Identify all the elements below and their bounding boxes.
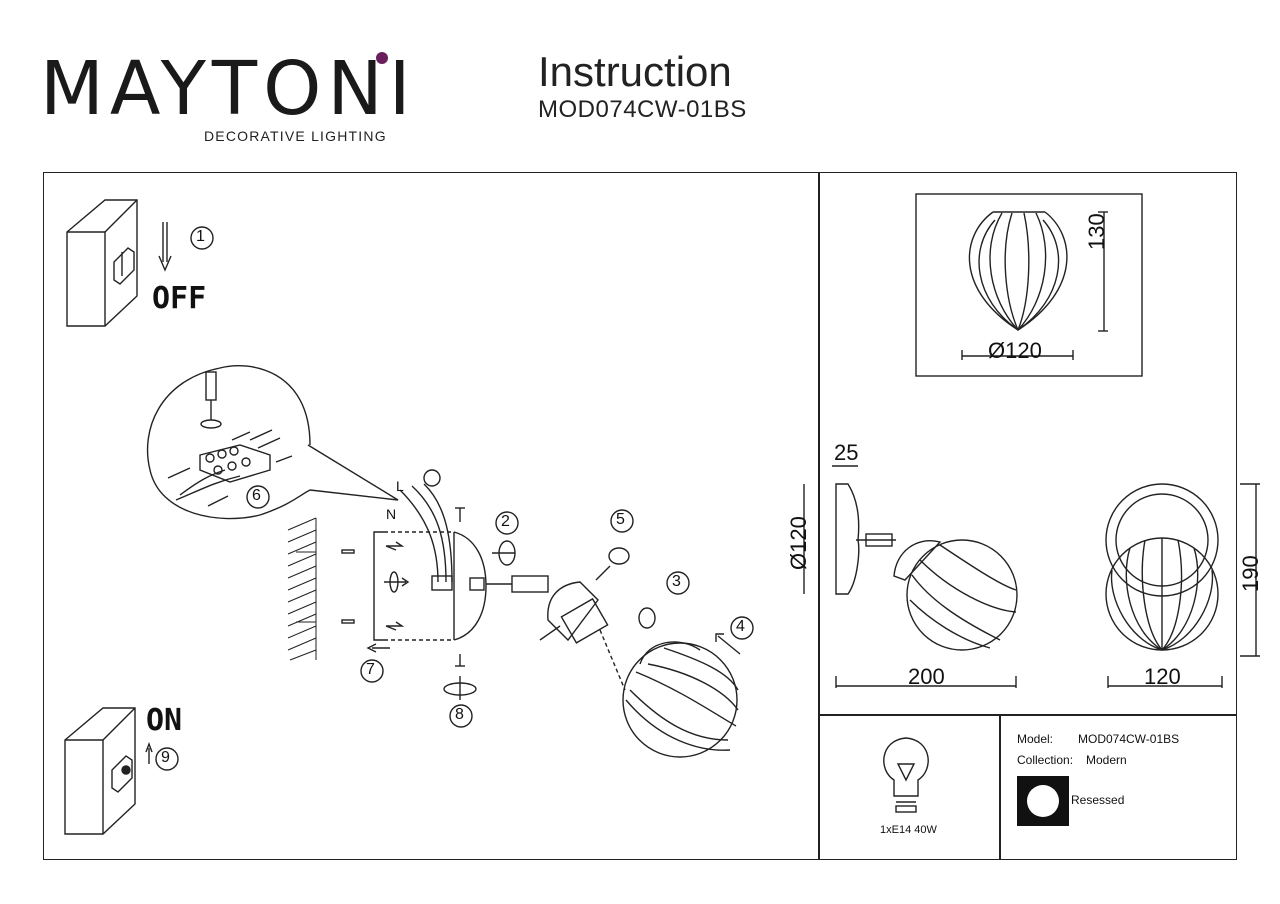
- mounting-bracket: [341, 531, 405, 641]
- model-label: Model:: [1017, 732, 1054, 746]
- rotate-icon-3: [638, 607, 656, 629]
- step-9: 9: [161, 749, 170, 766]
- step-7-circle: [360, 659, 384, 683]
- wire-n-label: N: [386, 506, 397, 522]
- step-3: 3: [672, 573, 681, 590]
- arm-icon: [486, 575, 549, 593]
- rotate-icon-2: [492, 540, 516, 566]
- wire-l-label: L: [396, 478, 404, 494]
- step-4-circle: [730, 616, 754, 640]
- base-depth-label: 25: [834, 440, 859, 465]
- screw-top-icon: [455, 507, 465, 522]
- step-5: 5: [616, 511, 625, 528]
- step-2-circle: [495, 511, 519, 535]
- wall-hatch: [287, 517, 317, 661]
- shade-diagram: [968, 211, 1068, 331]
- rotate-icon: [384, 571, 410, 593]
- rotate-icon-5: [608, 547, 630, 565]
- lamp-holder: [539, 565, 611, 644]
- logo-accent-dot: [376, 52, 388, 64]
- step-2: 2: [501, 513, 510, 530]
- wires: [399, 483, 453, 583]
- model-code: MOD074CW-01BS: [538, 96, 747, 123]
- terminal-detail-icon: [146, 365, 399, 520]
- brand-logo: MAYTONI: [40, 52, 417, 126]
- step-6: 6: [252, 487, 261, 504]
- model-value: MOD074CW-01BS: [1078, 732, 1180, 746]
- step-1-circle: [190, 226, 214, 250]
- step-6-circle: [246, 485, 270, 509]
- base-diameter-label: Ø120: [786, 516, 811, 570]
- step-4: 4: [736, 618, 745, 635]
- base-plate: [384, 531, 487, 641]
- step-9-circle: [155, 747, 179, 771]
- column-divider: [818, 172, 820, 860]
- on-label: ON: [146, 703, 183, 738]
- arrow-icon-4: [715, 633, 741, 655]
- front-width-label: 120: [1144, 664, 1181, 689]
- page-title: Instruction: [538, 48, 732, 95]
- rotate-icon-8: [443, 676, 477, 700]
- arrow-icon-7: [366, 643, 390, 653]
- total-length-label: 200: [908, 664, 945, 689]
- lamp-spec: 1xE14 40W: [880, 824, 937, 836]
- off-label: OFF: [152, 281, 207, 316]
- brand-name: MAYTONI: [40, 46, 417, 132]
- collection-value: Modern: [1086, 753, 1127, 767]
- shade-diameter-label: Ø120: [988, 338, 1042, 363]
- brand-subtitle: DECORATIVE LIGHTING: [204, 128, 387, 144]
- collection-label: Collection:: [1017, 753, 1074, 767]
- mount-type: Resessed: [1071, 793, 1125, 807]
- shade-height-dim: [1098, 211, 1108, 332]
- shade-width-dim: [961, 350, 1074, 360]
- switch-off-icon: [66, 199, 138, 327]
- step-3-circle: [666, 571, 690, 595]
- bulb-shade: [599, 629, 739, 758]
- side-view-diagram: [803, 465, 1018, 688]
- step-8: 8: [455, 706, 464, 723]
- instruction-frame: [43, 172, 1237, 860]
- step-7: 7: [366, 661, 375, 678]
- ground-icon: [423, 469, 441, 487]
- step-1: 1: [196, 228, 205, 245]
- step-5-circle: [610, 509, 634, 533]
- step-8-circle: [449, 704, 473, 728]
- shade-height-label: 130: [1084, 213, 1109, 250]
- arrow-up-icon: [145, 742, 153, 764]
- screw-bottom-icon: [455, 654, 465, 667]
- switch-on-icon: [64, 707, 136, 835]
- lamp-icon: [883, 737, 929, 813]
- front-height-label: 190: [1238, 555, 1263, 592]
- front-view-diagram: [1105, 483, 1260, 688]
- spec-column-divider: [999, 714, 1001, 860]
- resessed-icon-hole: [1027, 785, 1059, 817]
- shade-box: [915, 193, 1143, 377]
- arrow-down-icon: [158, 222, 172, 272]
- spec-divider: [818, 714, 1237, 716]
